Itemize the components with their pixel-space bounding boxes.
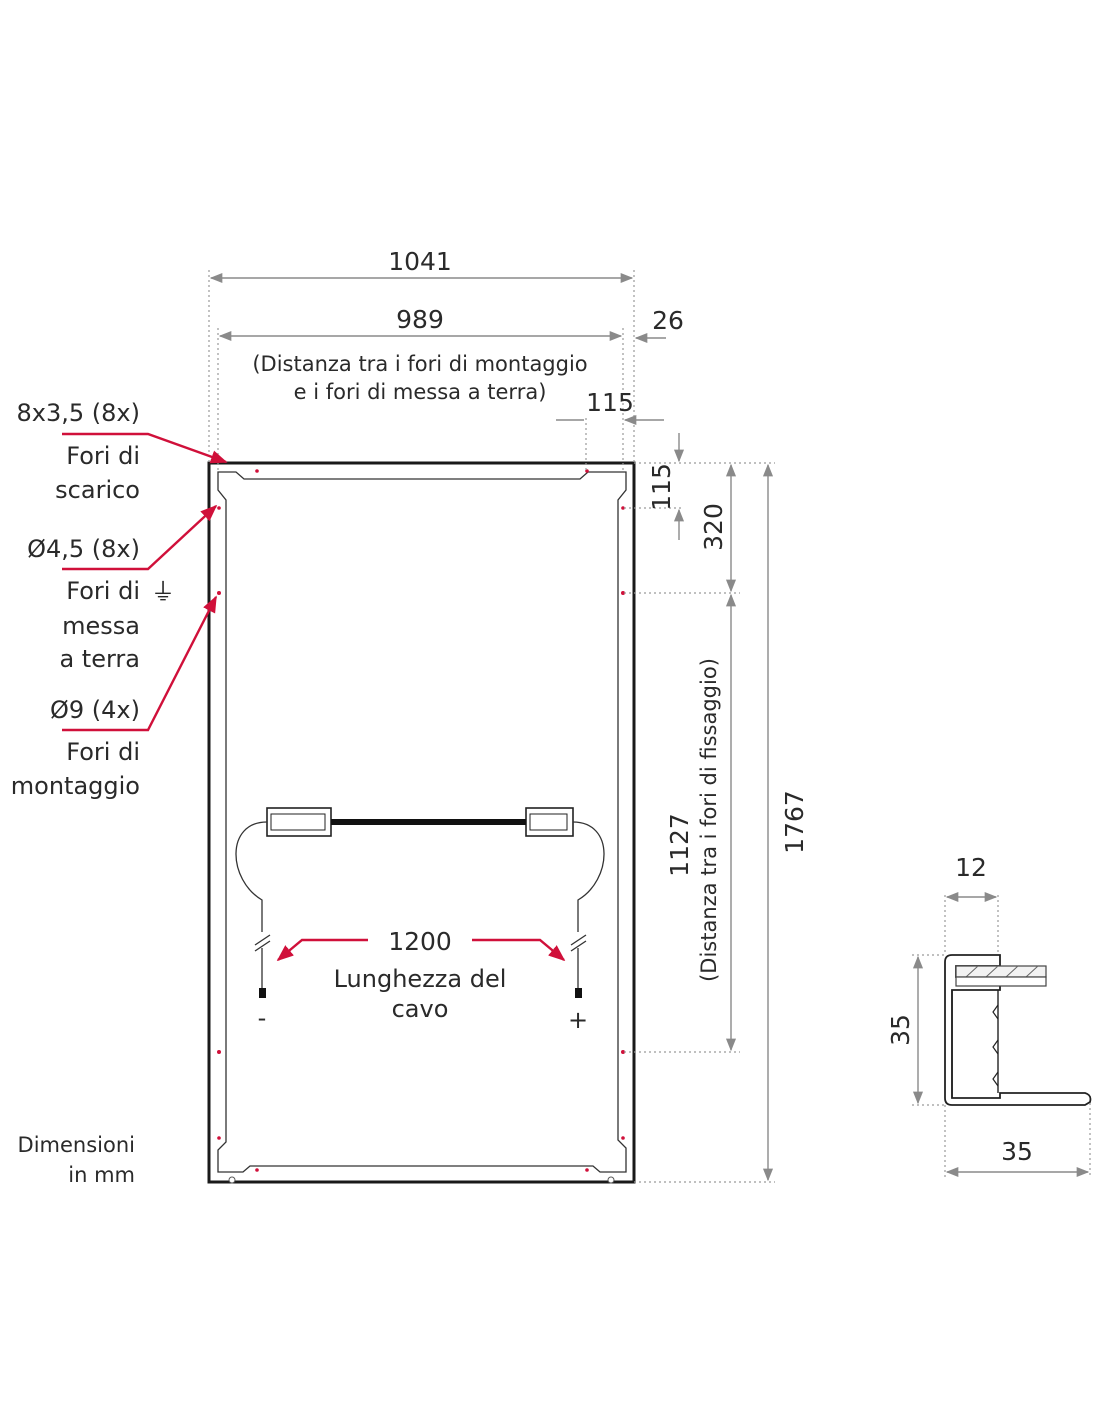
width-overall-label: 1041 [388,247,452,276]
dimension-offset-top-h: 115 [556,388,664,472]
mount-line1: Fori di [66,738,140,766]
units-note: Dimensioni in mm [18,1133,135,1187]
cable-negative: - [235,821,271,1032]
dimension-ground-to-top: 320 [624,463,740,594]
cable-label-line1: Lunghezza del [334,965,507,993]
ground-line2: messa [62,612,140,640]
mount-spacing-label: 1127 [665,813,694,877]
drain-spec: 8x3,5 (8x) [17,399,140,427]
drain-line2: scarico [55,476,140,504]
holes-note-line1: (Distanza tra i fori di montaggio [252,352,587,376]
callout-drain-holes: 8x3,5 (8x) Fori di scarico [17,399,228,504]
offset-right-label: 26 [652,306,684,335]
units-line1: Dimensioni [18,1133,135,1157]
callout-mounting-holes: Ø9 (4x) Fori di montaggio [11,595,218,800]
mounting-holes [217,591,625,1054]
width-holes-label: 989 [396,305,444,334]
junction-box [266,807,574,837]
drain-holes [255,469,589,1172]
frame-profile-section: 12 35 35 [886,853,1092,1178]
mount-spec: Ø9 (4x) [50,696,140,724]
cable-length: 1200 Lunghezza del cavo [276,927,566,1023]
cable-length-value: 1200 [388,927,452,956]
mount-spacing-note: (Distanza tra i fori di fissaggio) [697,658,721,982]
dimension-overall-width: 1041 [208,247,635,463]
profile-base-width-label: 35 [1001,1137,1033,1166]
plus-label: + [568,1006,588,1034]
offset-top-v-label: 115 [647,463,676,511]
profile-top-width-label: 12 [955,853,987,882]
units-line2: in mm [68,1163,135,1187]
dimension-mount-spacing: 1127 (Distanza tra i fori di fissaggio) [624,593,740,1053]
offset-top-h-label: 115 [586,388,634,417]
dimension-holes-width: 989 26 (Distanza tra i fori di montaggio… [217,305,684,470]
holes-note-line2: e i fori di messa a terra) [294,380,547,404]
dimension-overall-height: 1767 [634,463,809,1183]
height-overall-label: 1767 [780,790,809,854]
ground-to-top-label: 320 [699,503,728,551]
cable-label-line2: cavo [392,995,449,1023]
ground-holes [217,506,625,1140]
mount-line2: montaggio [11,772,140,800]
dimension-offset-top-v: 115 [624,433,775,540]
cable-positive: + [568,821,605,1034]
callout-ground-holes: Ø4,5 (8x) Fori di ⏚ messa a terra [27,504,218,673]
ground-spec: Ø4,5 (8x) [27,535,140,563]
panel-frame [207,461,636,1184]
drain-line1: Fori di [66,442,140,470]
ground-line1: Fori di [66,577,140,605]
minus-label: - [258,1004,267,1032]
profile-height-label: 35 [886,1014,915,1046]
ground-line3: a terra [59,645,140,673]
ground-symbol-icon: ⏚ [151,578,175,606]
